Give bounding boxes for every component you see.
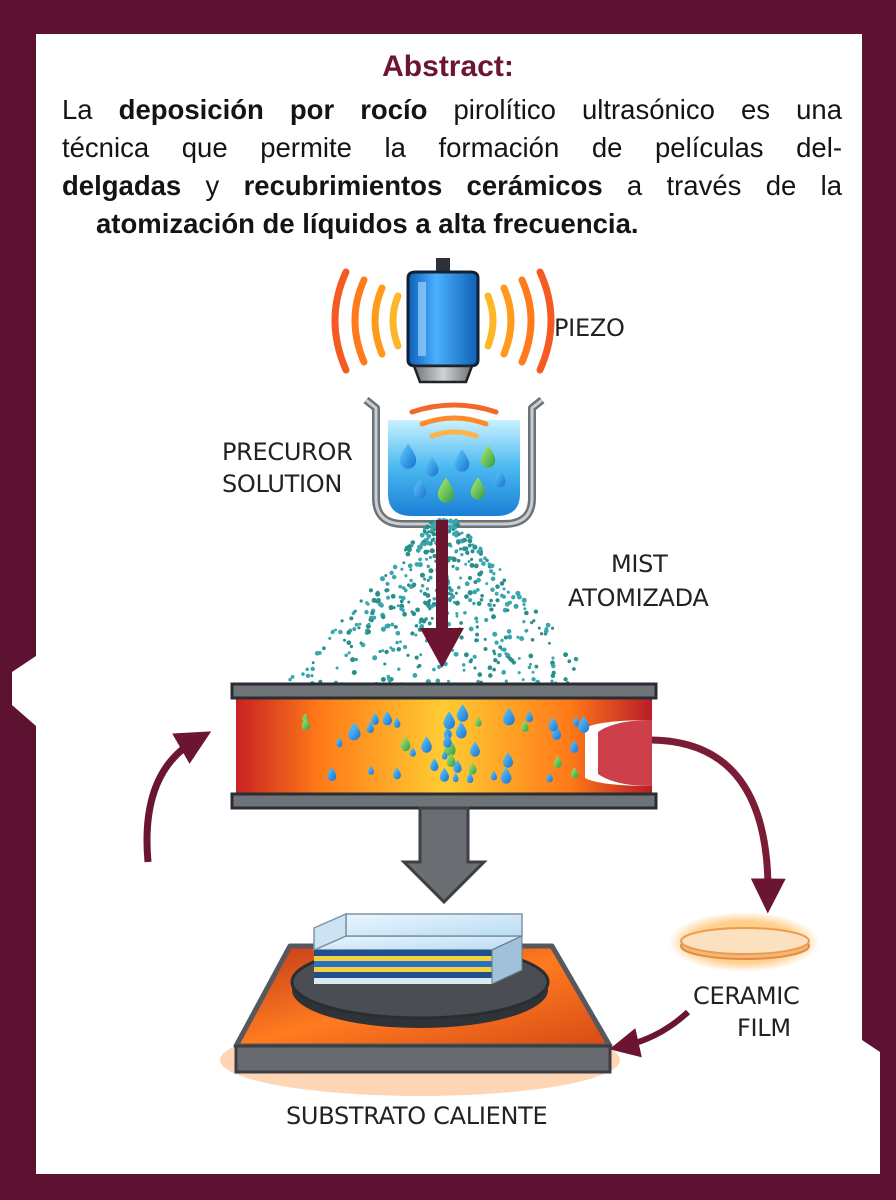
droplet-icon [393,767,401,780]
droplet-icon [441,750,448,760]
droplet-icon [350,724,361,739]
droplet-icon [455,721,467,739]
droplet-icon [578,716,590,733]
droplet-icon [366,721,374,734]
droplet-icon [456,704,469,722]
label-mist-line2: ATOMIZADA [568,584,709,612]
label-precursor-line1: PRECUROR [222,438,352,466]
ceramic-disc-icon [668,912,820,972]
droplet-icon [474,716,482,727]
abstract-line: delgadas y recubrimientos cerámicos a tr… [62,167,842,205]
droplet-icon [421,736,432,753]
ceramic-to-plate-arrow [609,1009,691,1058]
droplet-icon [430,758,439,772]
label-piezo: PIEZO [554,314,625,342]
abstract-bold-term: deposición por rocío [118,94,428,125]
droplet-icon [454,449,470,472]
label-ceramic-line1: CERAMIC [693,982,800,1010]
droplet-icon [437,477,455,503]
abstract-line: atomización de líquidos a alta frecuenci… [62,205,842,243]
abstract-title: Abstract: [382,50,514,83]
droplet-icon [546,772,553,783]
droplet-icon [413,478,427,499]
droplet-icon [480,445,496,468]
droplet-icon [569,740,579,753]
output-arrow-right [651,736,786,914]
label-ceramic-line2: FILM [737,1014,791,1042]
abstract-line: técnica que permite la formación de pelí… [62,129,842,167]
abstract-bold-term: atomización de líquidos a alta frecuenci… [96,208,639,239]
abstract-text: La [62,94,119,125]
deposition-down-arrow [400,806,488,905]
label-substrate: SUBSTRATO CALIENTE [286,1102,547,1130]
return-arrow-left [143,731,212,863]
abstract-paragraph: La deposición por rocío pirolítico ultra… [62,91,842,243]
substrate-layers-icon [313,912,523,985]
abstract-bold-term: delgadas [62,170,182,201]
droplet-icon [553,755,562,768]
abstract-bold-term: recubrimientos cerámicos [243,170,603,201]
mist-cone-icon [284,517,600,690]
droplet-icon [443,726,452,739]
reactor-tube-icon [230,682,658,810]
abstract-text: y [181,170,244,201]
droplet-icon [443,711,455,729]
droplet-icon [439,767,450,782]
droplet-icon [500,767,512,784]
ultrasonic-waves-left-icon [331,268,402,374]
beaker-icon [363,396,545,528]
droplet-icon [490,770,498,781]
droplet-icon [367,765,374,775]
droplet-icon [468,762,477,775]
droplet-icon [548,717,558,732]
droplet-icon [573,716,580,727]
abstract-text: pirolítico ultrasónico es una [427,94,843,125]
droplet-icon [452,773,459,783]
mist-flow-arrow [420,520,464,668]
droplet-icon [400,736,411,752]
droplet-icon [521,720,529,733]
droplet-icon [494,470,506,488]
droplet-icon [393,717,401,728]
label-precursor-line2: SOLUTION [222,470,342,498]
droplet-icon [371,712,379,725]
droplet-icon [570,767,579,779]
droplet-icon [399,443,417,469]
droplet-icon [443,734,452,748]
abstract-text: a través de la [602,170,842,201]
piezo-transducer-icon [406,258,480,384]
droplet-icon [503,707,515,726]
ultrasonic-waves-right-icon [484,268,555,374]
droplet-icon [466,772,474,784]
droplet-icon [382,710,393,726]
droplet-icon [301,718,310,731]
abstract-line: La deposición por rocío pirolítico ultra… [62,91,842,129]
droplet-icon [446,753,456,768]
droplet-icon [470,741,480,757]
droplet-icon [336,737,343,748]
droplet-icon [425,456,439,477]
droplet-icon [409,747,416,757]
droplet-icon [470,477,486,500]
droplet-icon [327,767,336,780]
label-mist-line1: MIST [611,550,668,578]
droplet-icon [525,710,533,723]
abstract-text: técnica que permite la formación de pelí… [62,132,842,163]
droplet-icon [502,752,514,768]
